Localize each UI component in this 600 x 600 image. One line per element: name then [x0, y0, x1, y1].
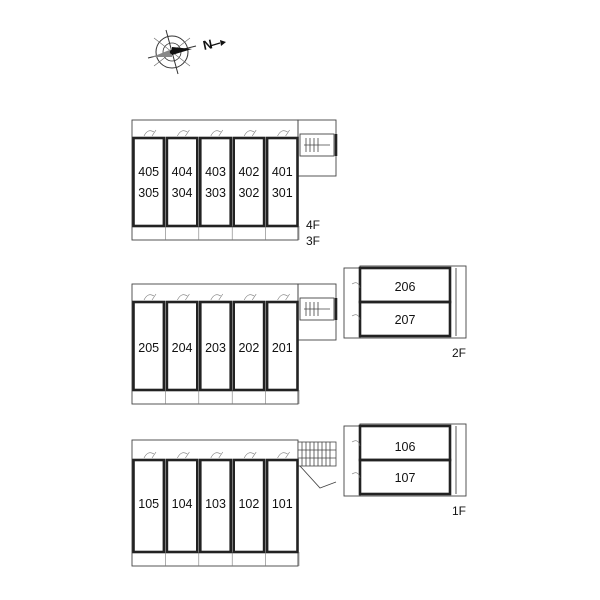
door-icon	[210, 293, 224, 301]
door-icon	[243, 129, 257, 137]
room-number: 102	[238, 497, 259, 511]
room-number: 104	[172, 497, 193, 511]
door-icon	[143, 129, 157, 137]
door-icon	[177, 129, 190, 137]
room-number: 204	[172, 341, 193, 355]
room-number-upper: 404	[172, 165, 193, 179]
door-icon	[243, 293, 257, 301]
door-icon	[210, 129, 224, 137]
room-number-lower: 305	[138, 186, 159, 200]
room-number-lower: 303	[205, 186, 226, 200]
room-number: 105	[138, 497, 159, 511]
room-unit	[132, 458, 166, 554]
floor-label-1f: 1F	[452, 504, 466, 518]
room-number: 203	[205, 341, 226, 355]
north-label: N	[202, 36, 214, 53]
room-unit	[165, 458, 199, 554]
stair-icon	[304, 302, 330, 316]
stair-icon	[304, 138, 330, 152]
room-number: 202	[238, 341, 259, 355]
room-unit	[132, 300, 166, 392]
room-number: 103	[205, 497, 226, 511]
room-number-upper: 401	[272, 165, 293, 179]
room-number-lower: 302	[238, 186, 259, 200]
room-unit	[265, 458, 299, 554]
room-unit	[232, 136, 266, 228]
room-unit	[265, 136, 299, 228]
room-number-upper: 403	[205, 165, 226, 179]
door-icon	[351, 282, 361, 321]
room-unit	[199, 300, 233, 392]
door-icon	[351, 440, 361, 479]
door-icon	[177, 293, 190, 301]
room-unit	[199, 136, 233, 228]
room-unit	[199, 458, 233, 554]
block-upper-floors: 405 305 404 304 403 303 402 302 401 301 4F 3F	[131, 119, 338, 248]
room-unit	[165, 300, 199, 392]
block-first-floor: 105 104 103 102 101 106 107 1F	[131, 423, 467, 567]
door-icon	[277, 129, 290, 137]
room-unit	[132, 136, 166, 228]
door-icon	[177, 451, 190, 459]
room-number: 205	[138, 341, 159, 355]
room-number: 101	[272, 497, 293, 511]
room-number-upper: 405	[138, 165, 159, 179]
room-unit	[265, 300, 299, 392]
floor-label-4f: 4F	[306, 218, 320, 232]
door-icon	[143, 293, 157, 301]
door-icon	[277, 451, 290, 459]
room-207: 207	[395, 313, 416, 327]
block-second-floor: 205 204 203 202 201 206 207 2F	[131, 265, 467, 405]
room-number-lower: 304	[172, 186, 193, 200]
room-number-upper: 402	[238, 165, 259, 179]
stair-icon	[297, 441, 337, 489]
north-arrow-icon	[209, 40, 226, 47]
door-icon	[210, 451, 224, 459]
compass-rose-icon	[147, 29, 197, 75]
room-unit	[232, 458, 266, 554]
door-icon	[143, 451, 157, 459]
room-unit	[165, 136, 199, 228]
room-number-lower: 301	[272, 186, 293, 200]
door-icon	[243, 451, 257, 459]
room-unit	[232, 300, 266, 392]
floor-label-2f: 2F	[452, 346, 466, 360]
door-icon	[277, 293, 290, 301]
room-107: 107	[395, 471, 416, 485]
room-206: 206	[395, 280, 416, 294]
room-number: 201	[272, 341, 293, 355]
room-106: 106	[395, 440, 416, 454]
floor-label-3f: 3F	[306, 234, 320, 248]
